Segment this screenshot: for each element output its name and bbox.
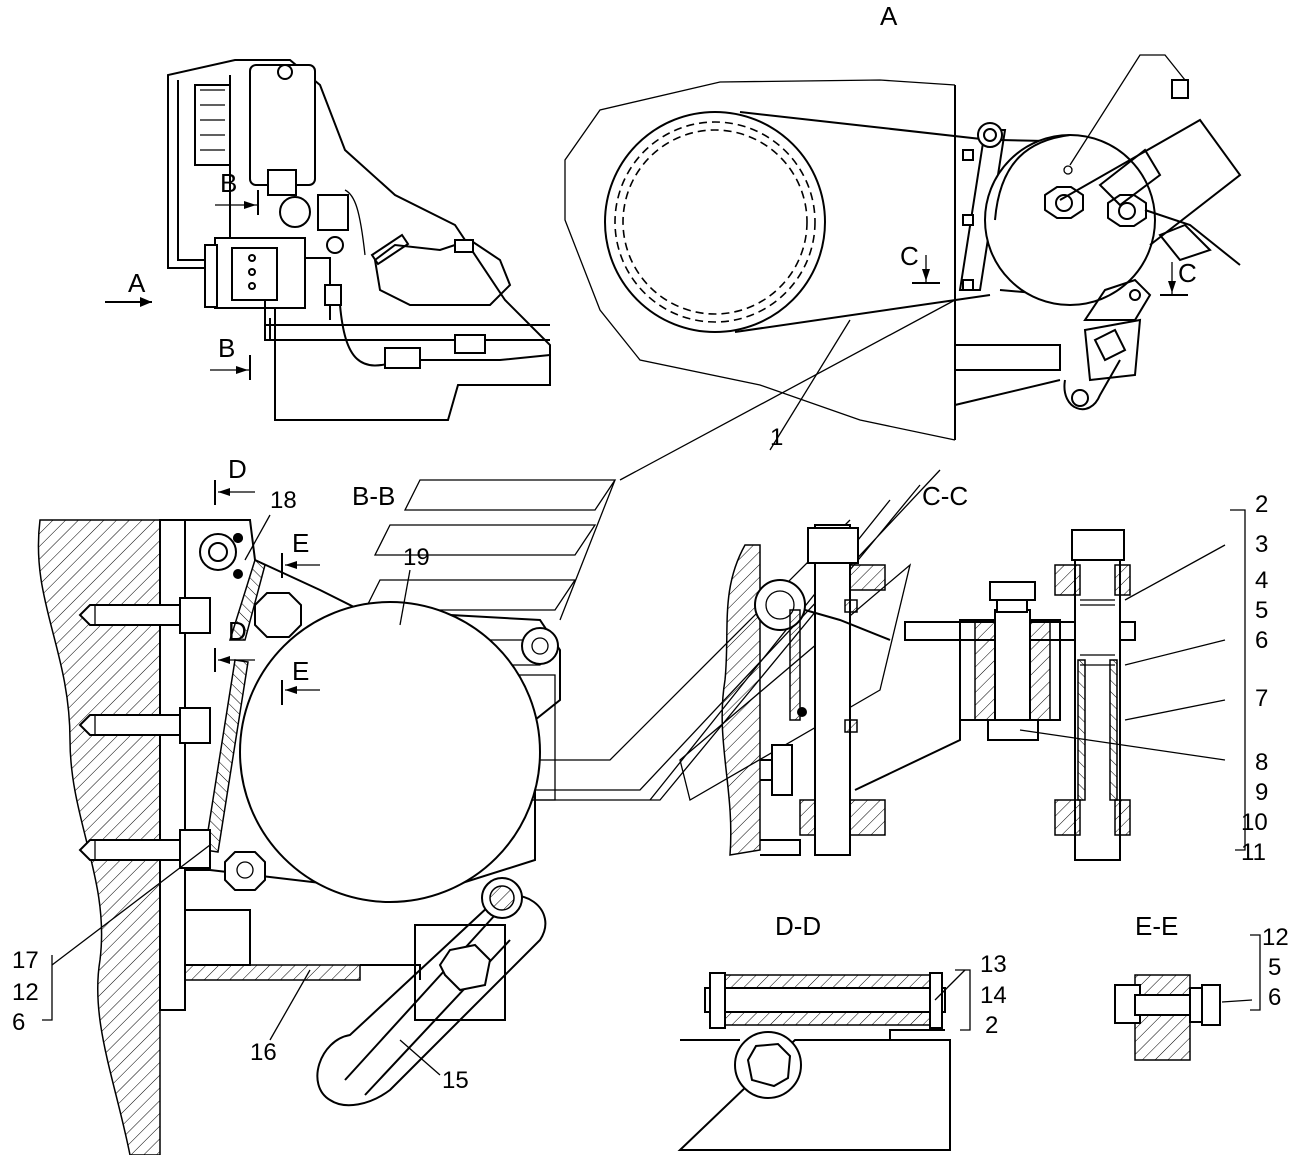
section-ee-title: E-E bbox=[1135, 911, 1178, 941]
callout-9: 9 bbox=[1255, 779, 1268, 806]
mark-e-upper: E bbox=[292, 528, 309, 558]
mark-e-lower: E bbox=[292, 656, 309, 686]
mark-b-upper: B bbox=[220, 168, 237, 198]
mark-d-upper: D bbox=[228, 454, 247, 484]
callout-4: 4 bbox=[1255, 567, 1268, 594]
callout-10: 10 bbox=[1241, 809, 1268, 836]
callout-19: 19 bbox=[403, 544, 430, 571]
callout-17: 17 bbox=[12, 947, 39, 974]
section-ee: E-E 12 5 6 bbox=[1114, 911, 1289, 1061]
mark-a: A bbox=[128, 268, 146, 298]
callout-3: 3 bbox=[1255, 531, 1268, 558]
section-dd-title: D-D bbox=[775, 911, 821, 941]
callout-16: 16 bbox=[250, 1039, 277, 1066]
callout-2: 2 bbox=[1255, 491, 1268, 518]
callout-12b: 12 bbox=[1262, 924, 1289, 951]
callout-6: 6 bbox=[12, 1009, 25, 1036]
section-bb-title: B-B bbox=[352, 481, 395, 511]
view-a: A 1 bbox=[564, 1, 1242, 451]
callout-13: 13 bbox=[980, 951, 1007, 978]
studs bbox=[78, 597, 211, 869]
view-a-title: A bbox=[880, 1, 898, 31]
section-cc: C-C bbox=[721, 481, 1268, 866]
mark-d-lower: D bbox=[228, 616, 247, 646]
mark-b-lower: B bbox=[218, 333, 235, 363]
callout-12: 12 bbox=[12, 979, 39, 1006]
section-dd: D-D 13 14 2 bbox=[677, 911, 1007, 1151]
mark-c-left: C bbox=[900, 241, 919, 271]
callout-11: 11 bbox=[1241, 839, 1266, 866]
callout-15: 15 bbox=[442, 1067, 469, 1094]
callout-14: 14 bbox=[980, 982, 1007, 1009]
callout-2b: 2 bbox=[985, 1012, 998, 1039]
callout-5b: 5 bbox=[1268, 954, 1281, 981]
callout-8: 8 bbox=[1255, 749, 1268, 776]
callout-6b: 6 bbox=[1255, 627, 1268, 654]
general-view: A B B bbox=[105, 59, 551, 421]
callout-18: 18 bbox=[270, 487, 297, 514]
callout-5: 5 bbox=[1255, 597, 1268, 624]
mark-c-right: C bbox=[1178, 258, 1197, 288]
callout-6c: 6 bbox=[1268, 984, 1281, 1011]
section-cc-title: C-C bbox=[922, 481, 968, 511]
callout-1: 1 bbox=[770, 424, 783, 451]
callout-7: 7 bbox=[1255, 685, 1268, 712]
section-bb: B-B bbox=[12, 454, 561, 1156]
